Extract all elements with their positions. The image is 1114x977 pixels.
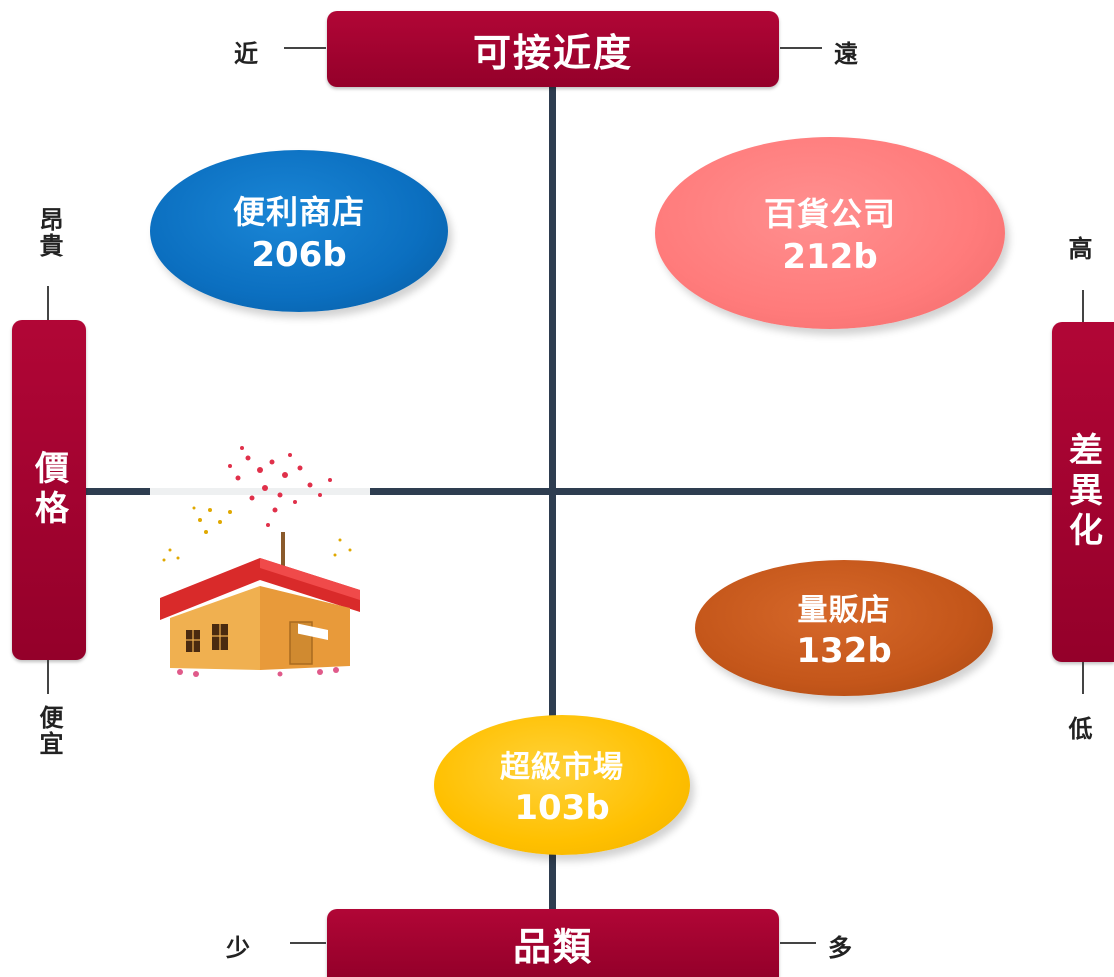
bottom-axis-right-end-label: 多 [828, 934, 852, 962]
top-axis-right-end-label: 遠 [834, 40, 858, 68]
supermarket-label: 超級市場 [500, 750, 624, 785]
department-store-ellipse: 百貨公司 212b [655, 137, 1005, 329]
left-axis-title: 價格 [12, 320, 86, 660]
supermarket-value: 103b [514, 788, 610, 828]
right-axis-title: 差異化 [1052, 322, 1114, 662]
hypermarket-label: 量販店 [797, 593, 891, 628]
right-axis-bottom-tick [1082, 662, 1084, 694]
left-axis-top-end-label: 昂貴 [35, 207, 63, 259]
top-axis-right-tick [780, 47, 822, 49]
left-axis-bottom-end-label: 便宜 [35, 705, 63, 757]
right-axis-top-end-label: 高 [1064, 236, 1092, 262]
department-store-label: 百貨公司 [763, 195, 896, 233]
vertical-axis-line [549, 86, 556, 912]
convenience-store-ellipse: 便利商店 206b [150, 150, 448, 312]
bottom-axis-left-tick [290, 942, 326, 944]
supermarket-ellipse: 超級市場 103b [434, 715, 690, 855]
hypermarket-value: 132b [796, 631, 892, 671]
convenience-store-label: 便利商店 [232, 193, 365, 231]
bottom-axis-left-end-label: 少 [226, 934, 250, 962]
store-house-with-fireworks-icon [140, 440, 380, 680]
top-axis-left-end-label: 近 [234, 40, 258, 68]
right-axis-bottom-end-label: 低 [1064, 716, 1092, 742]
convenience-store-value: 206b [251, 235, 347, 275]
bottom-axis-right-tick [780, 942, 816, 944]
bottom-axis-title: 品類 [327, 909, 779, 977]
top-axis-left-tick [284, 47, 326, 49]
top-axis-title: 可接近度 [327, 11, 779, 87]
right-axis-top-tick [1082, 290, 1084, 322]
left-axis-top-tick [47, 286, 49, 320]
left-axis-bottom-tick [47, 660, 49, 694]
horizontal-axis-line [86, 488, 1052, 495]
department-store-value: 212b [782, 237, 878, 277]
hypermarket-ellipse: 量販店 132b [695, 560, 993, 696]
